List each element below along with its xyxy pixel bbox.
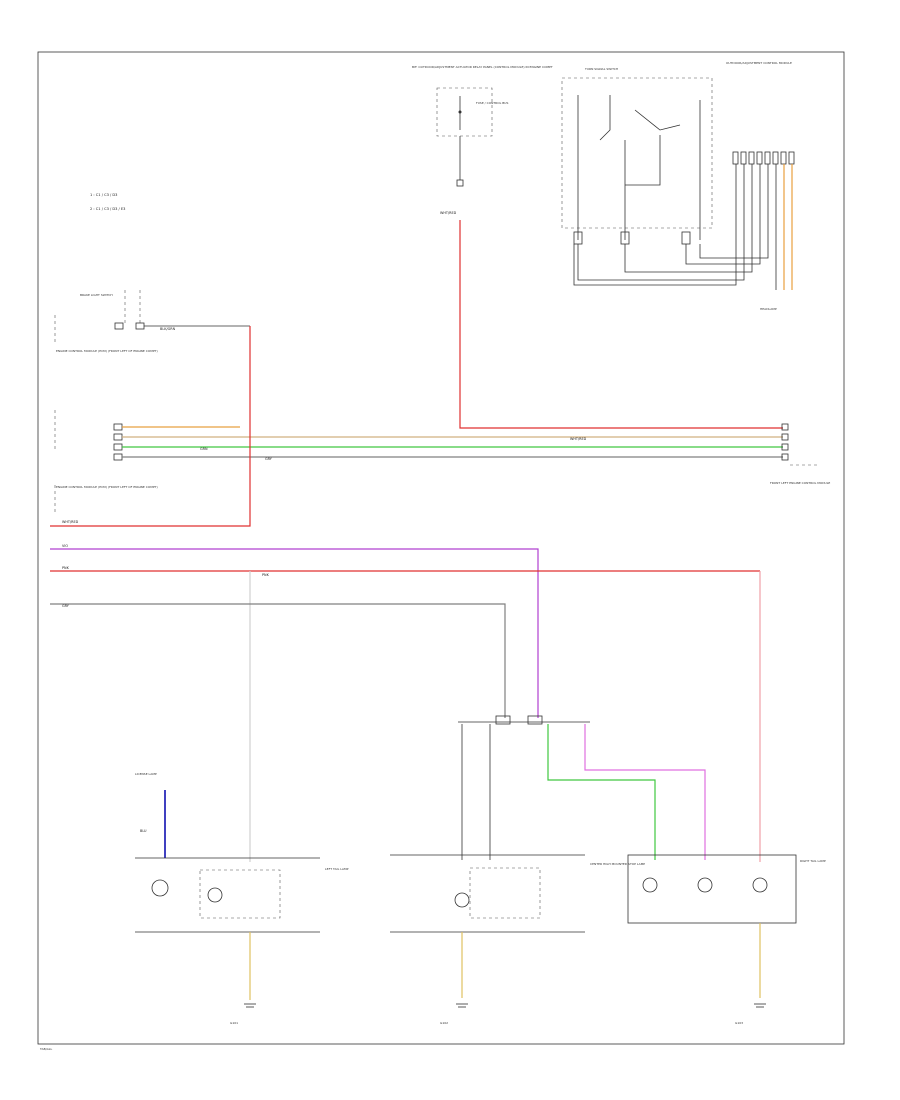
left-tail-lamp-label: LEFT TAIL LAMP	[325, 867, 349, 871]
license-lamp-group: LICENSE LAMP BLU	[135, 772, 166, 858]
center-lamp-label: CENTER HIGH MOUNTED STOP LAMP	[590, 862, 645, 866]
wire-label-brake: BLK/GRN	[160, 327, 176, 331]
left-ground-label: G101	[230, 1021, 238, 1025]
right-tail-lamp-label: RIGHT TAIL LAMP	[800, 859, 826, 863]
bulb-icon	[151, 879, 169, 897]
note-2: 2 : C1 / C3 / D3 / E3	[90, 207, 125, 211]
wire-label-gray: GRY	[265, 457, 273, 461]
turn-switch-box	[561, 77, 713, 229]
left-tail-lamp-group: LEFT TAIL LAMP G101	[135, 857, 349, 1025]
bulb-icon	[642, 877, 658, 893]
diagram-frame	[37, 51, 845, 1045]
center-ground-label: G102	[440, 1021, 448, 1025]
lower-harness: VIO PNK PNK GRY	[50, 544, 761, 862]
right-module-group: FRONT LEFT ENGINE CONTROL MODULE	[770, 423, 830, 485]
brake-switch-label: BRAKE LIGHT SWITCH	[80, 293, 113, 297]
bulb-icon	[207, 887, 223, 903]
wire-label-green: GRN	[200, 447, 208, 451]
wire-label-red: WHT/RED	[570, 437, 587, 441]
right-ground-label: G103	[735, 1021, 743, 1025]
ground-icon	[244, 1003, 256, 1008]
ground-icon	[456, 1003, 468, 1008]
top-right-module-label: OUTDOOR/ADJUSTMENT CONTROL MODULE	[726, 61, 792, 65]
note-1: 1 : C1 / C3 / D3	[90, 193, 117, 197]
brake-switch-group: BRAKE LIGHT SWITCH BLK/GRN	[54, 290, 250, 345]
fuse-box	[436, 87, 493, 137]
right-module-label: FRONT LEFT ENGINE CONTROL MODULE	[770, 481, 830, 485]
center-lamp-group: CENTER HIGH MOUNTED STOP LAMP G102	[390, 854, 645, 1025]
footer-code: TAB/ALL	[39, 1047, 52, 1051]
license-lamp-label: LICENSE LAMP	[135, 772, 157, 776]
right-tail-lamp-group: RIGHT TAIL LAMP G103	[627, 854, 826, 1025]
wire-label-gray-lower: GRY	[62, 604, 70, 608]
wire-label-violet: VIO	[62, 544, 68, 548]
ground-icon	[754, 1003, 766, 1008]
wire-label-top: WHT/RED	[440, 211, 457, 215]
turn-switch-label: TURN SIGNAL SWITCH	[584, 67, 618, 71]
top-right-module-group: OUTDOOR/ADJUSTMENT CONTROL MODULE	[726, 61, 795, 165]
wire-label-pink: PNK	[62, 566, 70, 570]
headlamp-ref-label: HEADLAMP	[760, 307, 777, 311]
left-module-group: ENGINE CONTROL MODULE (ECM) (FRONT LEFT …	[54, 349, 158, 515]
wire-label-blue: BLU	[140, 829, 147, 833]
fuse-box-label: FUSE / CONTROL BUS	[476, 101, 508, 105]
connector-icon	[456, 179, 464, 187]
wire-label-left-red: WHT/RED	[62, 520, 79, 524]
wire-label-pink-2: PNK	[262, 573, 270, 577]
bulb-icon	[454, 892, 470, 908]
top-module-label: BIF: OUTDOOR/ADJUSTMENT ACTUATOR RELAY P…	[412, 65, 553, 69]
top-harness: HEADLAMP	[573, 164, 793, 311]
bulb-icon	[697, 877, 713, 893]
left-module-label: ENGINE CONTROL MODULE (ECM) (FRONT LEFT …	[56, 349, 158, 353]
mid-harness: GRN GRY WHT/RED WHT/RED	[50, 220, 783, 527]
turn-signal-switch-group: TURN SIGNAL SWITCH	[561, 67, 713, 245]
center-splice-group	[458, 715, 706, 860]
left-module-sub-label: ENGINE CONTROL MODULE (ECM) (FRONT LEFT …	[56, 485, 158, 489]
top-module-group: BIF: OUTDOOR/ADJUSTMENT ACTUATOR RELAY P…	[412, 65, 553, 215]
bulb-icon	[752, 877, 768, 893]
